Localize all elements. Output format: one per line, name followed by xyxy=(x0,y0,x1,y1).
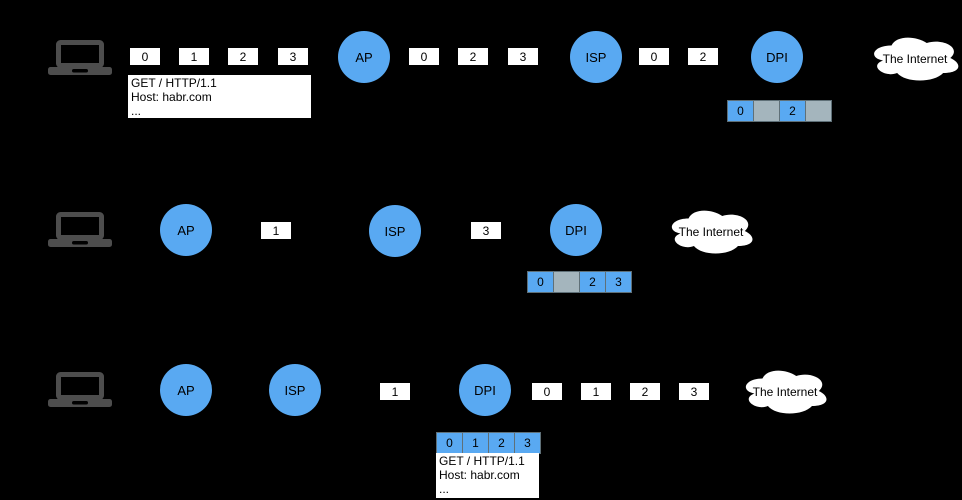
packet-box: 0 xyxy=(639,48,669,65)
dpi-buffer: 0 2 3 xyxy=(527,271,632,293)
packet-box: 3 xyxy=(679,383,709,400)
packet-box: 0 xyxy=(532,383,562,400)
isp-node: ISP xyxy=(570,31,622,83)
dpi-node: DPI xyxy=(550,204,602,256)
packet-box: 2 xyxy=(688,48,718,65)
buffer-cell xyxy=(753,100,780,122)
cloud-icon xyxy=(745,370,827,414)
packet-box: 1 xyxy=(380,383,410,400)
cloud-icon xyxy=(874,37,959,81)
laptop-icon xyxy=(48,40,112,75)
isp-node: ISP xyxy=(269,364,321,416)
internet-cloud: The Internet xyxy=(666,206,756,256)
dpi-node: DPI xyxy=(751,31,803,83)
buffer-cell: 3 xyxy=(514,432,541,454)
packet-box: 1 xyxy=(581,383,611,400)
packet-box: 2 xyxy=(458,48,488,65)
internet-cloud: The Internet xyxy=(868,33,962,83)
dpi-node: DPI xyxy=(459,364,511,416)
buffer-cell xyxy=(553,271,580,293)
buffer-cell: 1 xyxy=(462,432,489,454)
laptop-icon xyxy=(48,372,112,407)
buffer-cell: 2 xyxy=(779,100,806,122)
http-ellipsis-line: ... xyxy=(131,104,142,118)
http-host-line: Host: habr.com xyxy=(131,90,212,104)
packet-box: 3 xyxy=(471,222,501,239)
http-request-box: GET / HTTP/1.1 Host: habr.com ... xyxy=(128,75,311,118)
internet-cloud: The Internet xyxy=(740,366,830,416)
http-host-line: Host: habr.com xyxy=(439,468,520,482)
ap-node: AP xyxy=(160,364,212,416)
http-ellipsis-line: ... xyxy=(439,482,450,496)
buffer-cell: 0 xyxy=(527,271,554,293)
cloud-icon xyxy=(671,210,753,254)
buffer-cell: 0 xyxy=(436,432,463,454)
buffer-cell: 0 xyxy=(727,100,754,122)
packet-box: 0 xyxy=(130,48,160,65)
packet-box: 3 xyxy=(278,48,308,65)
laptop-icon xyxy=(48,212,112,247)
dpi-buffer: 0 1 2 3 xyxy=(436,432,541,454)
dpi-buffer: 0 2 xyxy=(727,100,832,122)
http-request-line: GET / HTTP/1.1 xyxy=(439,454,525,468)
buffer-cell: 2 xyxy=(579,271,606,293)
packet-box: 1 xyxy=(261,222,291,239)
isp-node: ISP xyxy=(369,205,421,257)
buffer-cell xyxy=(805,100,832,122)
packet-box: 3 xyxy=(508,48,538,65)
packet-box: 0 xyxy=(409,48,439,65)
buffer-cell: 3 xyxy=(605,271,632,293)
ap-node: AP xyxy=(160,204,212,256)
packet-box: 2 xyxy=(228,48,258,65)
internet-label: The Internet xyxy=(678,225,744,239)
packet-box: 1 xyxy=(179,48,209,65)
packet-box: 2 xyxy=(630,383,660,400)
buffer-cell: 2 xyxy=(488,432,515,454)
ap-node: AP xyxy=(338,31,390,83)
http-request-box: GET / HTTP/1.1 Host: habr.com ... xyxy=(436,453,539,498)
http-request-line: GET / HTTP/1.1 xyxy=(131,76,217,90)
internet-label: The Internet xyxy=(882,52,948,66)
internet-label: The Internet xyxy=(752,385,818,399)
